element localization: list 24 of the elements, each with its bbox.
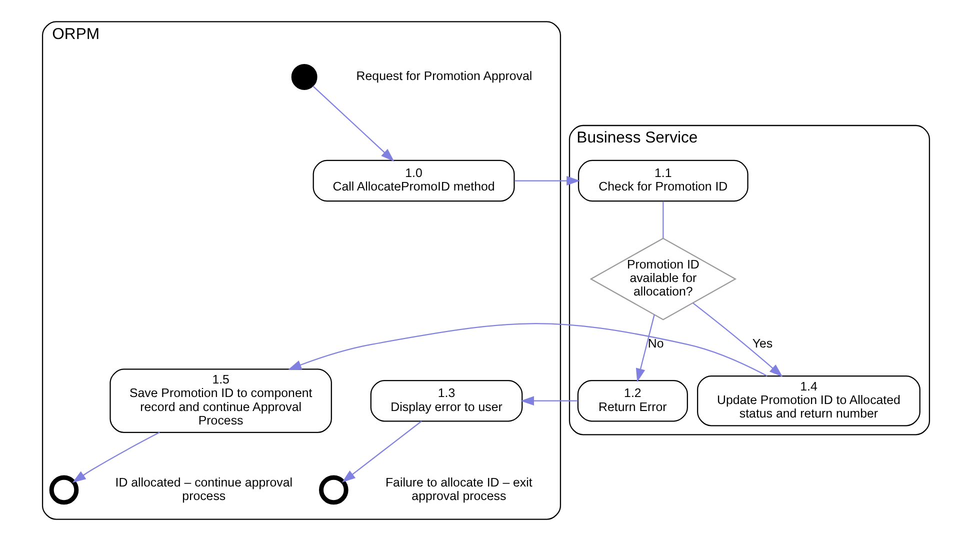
node-label: Request for Promotion Approval [356,69,532,84]
edge-label: No [647,336,664,351]
node-box: 1.3 Display error to user [370,380,522,422]
arrow [341,420,422,482]
arrow [635,314,654,382]
arrow [514,176,580,186]
node-box: 1.5 Save Promotion ID to component record and continue Approval Process [109,368,332,433]
node-label: ID allocated – continue approval process [114,475,292,503]
node-box: 1.2 Return Error [576,380,688,422]
arrow [72,432,160,483]
arrow [287,323,767,376]
connector [662,201,664,238]
node-circle [48,475,78,505]
arrow [692,302,782,377]
arrow [312,86,394,162]
arrow [520,396,578,406]
node-label: Failure to allocate ID – exit approval process [384,475,532,503]
node-circle [318,475,348,505]
edge-label: Yes [752,336,772,351]
node-diamond: Promotion ID available for allocation? [589,238,736,320]
node-box: 1.1 Check for Promotion ID [577,160,748,202]
node-box: 1.0 Call AllocatePromoID method [312,160,514,202]
node-box: 1.4 Update Promotion ID to Allocated status and return number [696,375,920,426]
node-circle [290,64,317,90]
